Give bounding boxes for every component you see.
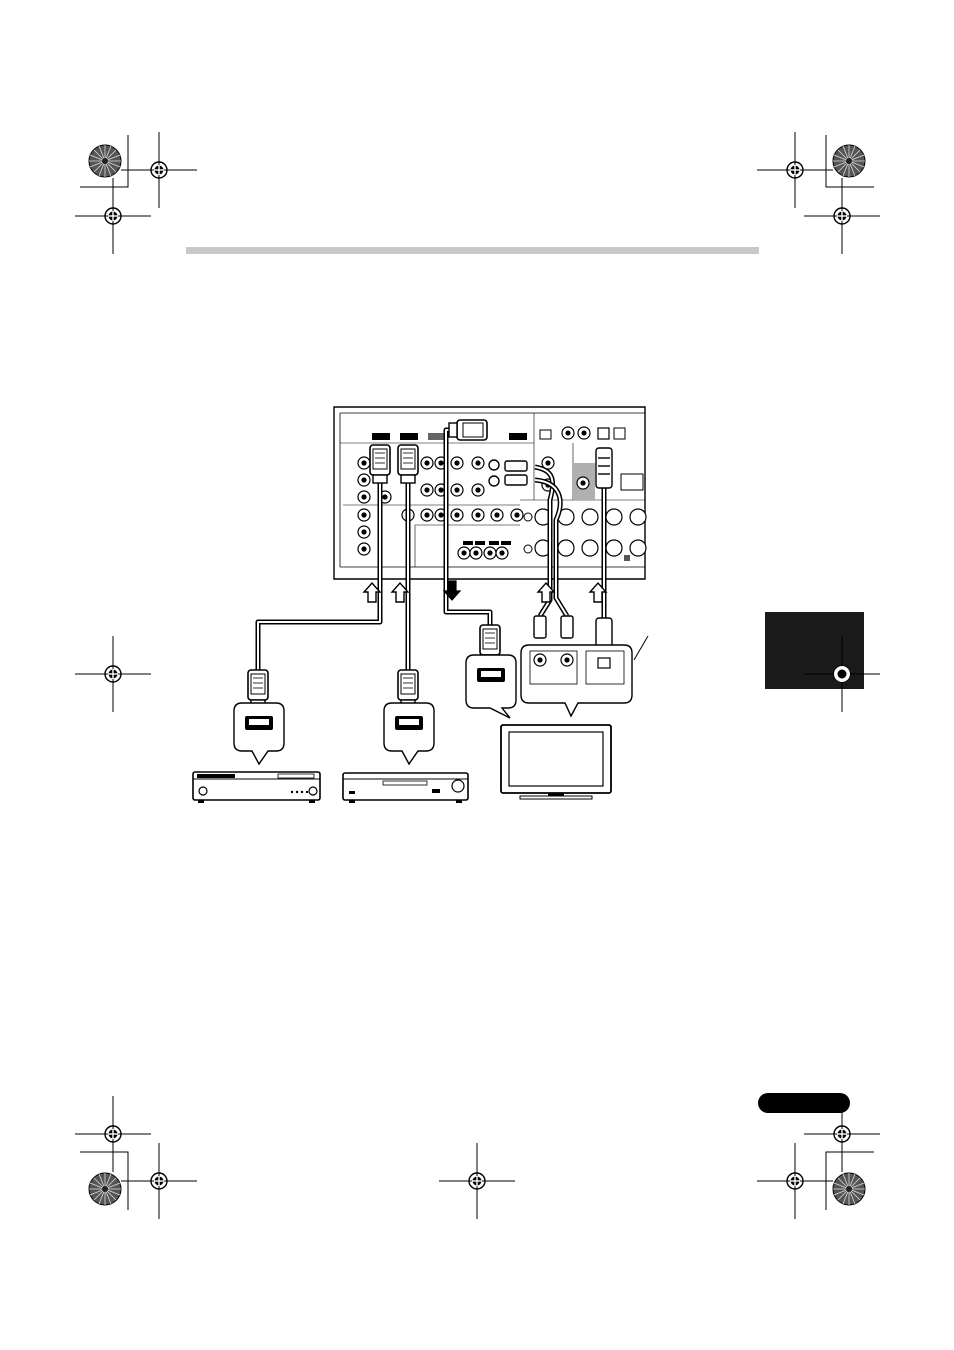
registration-mark-icon xyxy=(121,1143,197,1219)
hdmi-plug-icon xyxy=(370,445,390,483)
bd-player-icon xyxy=(193,772,320,803)
hdmi-plug-icon xyxy=(449,420,487,440)
registration-mark-icon xyxy=(75,1096,151,1172)
optical-plug-icon xyxy=(596,448,612,488)
registration-mark-icon xyxy=(804,1096,880,1172)
hdmi-plug-icon xyxy=(398,445,418,483)
dvd-player-icon xyxy=(343,773,468,803)
registration-mark-icon xyxy=(757,1143,833,1219)
star-target-icon xyxy=(89,1173,121,1205)
star-target-icon xyxy=(833,145,865,177)
flat-panel-tv-icon xyxy=(501,725,611,799)
rca-plug-icon xyxy=(534,616,573,638)
registration-mark-icon xyxy=(804,178,880,254)
star-target-icon xyxy=(89,145,121,177)
registration-mark-icon xyxy=(439,1143,515,1219)
registration-mark-icon xyxy=(121,132,197,208)
registration-mark-icon xyxy=(75,178,151,254)
star-target-icon xyxy=(833,1173,865,1205)
registration-mark-icon xyxy=(75,636,151,712)
registration-mark-icon xyxy=(757,132,833,208)
